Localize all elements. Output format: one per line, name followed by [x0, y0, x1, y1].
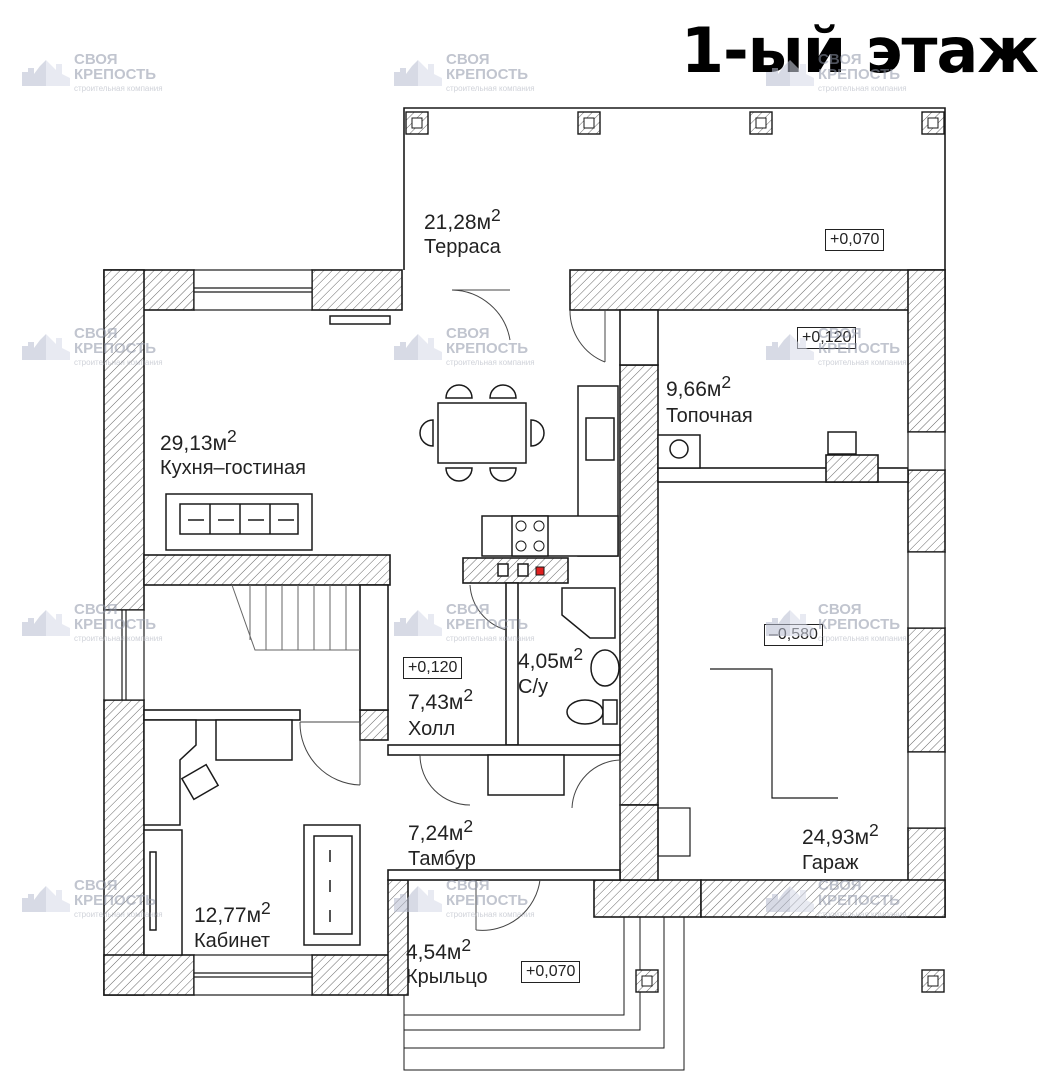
room-name: Тамбур: [408, 848, 476, 870]
castle-logo-icon: [394, 334, 442, 360]
watermark-line1: СВОЯ: [446, 325, 490, 342]
room-name: Крыльцо: [406, 966, 488, 988]
room-name: Терраса: [424, 236, 501, 258]
boiler-equipment: [657, 431, 857, 469]
watermark-line2: КРЕПОСТЬ: [446, 616, 529, 633]
page-title: 1-ый этаж: [680, 14, 1039, 87]
watermark-line1: СВОЯ: [74, 601, 118, 618]
garage-markings: [657, 668, 838, 857]
watermark-line2: КРЕПОСТЬ: [818, 616, 901, 633]
sofa-kitchen: [165, 493, 313, 551]
room-area: 29,13м2: [160, 426, 237, 455]
castle-logo-icon: [394, 60, 442, 86]
watermark-line2: КРЕПОСТЬ: [74, 616, 157, 633]
castle-logo-icon: [22, 886, 70, 912]
watermark-line1: СВОЯ: [818, 877, 862, 894]
level-mark-hall: +0,120: [403, 657, 463, 679]
room-area: 4,05м2: [518, 644, 584, 673]
dining-set: [419, 384, 545, 482]
room-name: Топочная: [666, 405, 753, 427]
level-mark-terrace: +0,070: [825, 229, 885, 251]
staircase: [231, 584, 360, 651]
wc-fixtures: [497, 563, 620, 725]
castle-logo-icon: [394, 610, 442, 636]
watermark-line2: КРЕПОСТЬ: [74, 892, 157, 909]
watermark-line1: СВОЯ: [446, 51, 490, 68]
watermark-line2: КРЕПОСТЬ: [74, 66, 157, 83]
watermark-line1: СВОЯ: [74, 877, 118, 894]
watermark-line1: СВОЯ: [818, 51, 862, 68]
level-mark-porch: +0,070: [521, 961, 581, 983]
level-mark-boiler: +0,120: [797, 327, 857, 349]
watermark-line2: КРЕПОСТЬ: [446, 892, 529, 909]
watermark-line1: СВОЯ: [818, 325, 862, 342]
study-furniture: [143, 719, 565, 956]
watermark-line2: КРЕПОСТЬ: [818, 340, 901, 357]
windows: [103, 269, 946, 996]
watermark-line1: СВОЯ: [446, 601, 490, 618]
room-area: 7,24м2: [408, 816, 474, 845]
watermark-line2: КРЕПОСТЬ: [446, 66, 529, 83]
interior-walls: [143, 309, 909, 881]
room-area: 7,43м2: [408, 685, 474, 714]
door-swings: [299, 289, 621, 931]
castle-logo-icon: [766, 886, 814, 912]
room-name: Кабинет: [194, 930, 271, 952]
watermark-line1: СВОЯ: [74, 325, 118, 342]
castle-logo-icon: [766, 60, 814, 86]
room-name: Кухня–гостиная: [160, 457, 306, 479]
castle-logo-icon: [766, 334, 814, 360]
watermark-line2: КРЕПОСТЬ: [818, 66, 901, 83]
terrace-outline: [403, 107, 946, 270]
castle-logo-icon: [766, 610, 814, 636]
room-name: С/у: [518, 676, 548, 698]
porch-columns: [635, 969, 945, 993]
room-area: 24,93м2: [802, 820, 879, 849]
room-area: 12,77м2: [194, 898, 271, 927]
room-name: Холл: [408, 718, 456, 740]
castle-logo-icon: [22, 60, 70, 86]
terrace-columns: [405, 111, 945, 135]
castle-logo-icon: [22, 334, 70, 360]
exterior-walls: [103, 269, 946, 996]
watermark-line2: КРЕПОСТЬ: [818, 892, 901, 909]
watermark-line1: СВОЯ: [74, 51, 118, 68]
watermark-line1: СВОЯ: [446, 877, 490, 894]
watermark-line2: КРЕПОСТЬ: [446, 340, 529, 357]
castle-logo-icon: [394, 886, 442, 912]
room-name: Гараж: [802, 852, 859, 874]
watermark-line1: СВОЯ: [818, 601, 862, 618]
room-area: 21,28м2: [424, 205, 501, 234]
watermark-line2: КРЕПОСТЬ: [74, 340, 157, 357]
alert-marker: [535, 566, 545, 576]
room-area: 9,66м2: [666, 372, 732, 401]
room-area: 4,54м2: [406, 935, 472, 964]
castle-logo-icon: [22, 610, 70, 636]
